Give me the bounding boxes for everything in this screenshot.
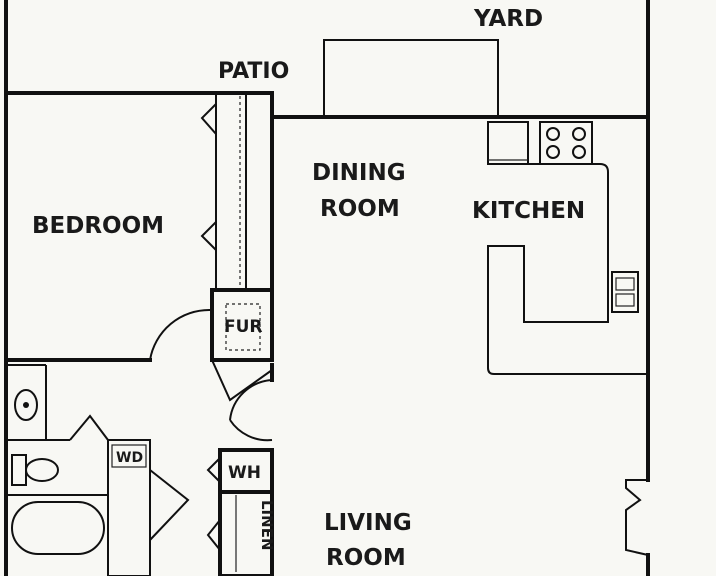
linen-door-swing (206, 519, 221, 551)
bathroom-door-swing (69, 414, 109, 441)
kitchen-label: KITCHEN (472, 198, 585, 224)
sink-icon (14, 389, 38, 421)
water-heater-label: WH (228, 463, 261, 483)
closet-door-lower (200, 221, 217, 251)
kitchen-counter-top (487, 163, 648, 375)
dining-room-label-line2: ROOM (320, 196, 400, 222)
furnace-unit (225, 303, 261, 351)
right-wall-niche (625, 479, 649, 556)
linen-label: LINEN (258, 500, 276, 551)
wh-door-swing (206, 457, 221, 483)
hall-door-swing-2 (229, 419, 273, 442)
kitchen-sink-basin-2 (615, 293, 635, 307)
furnace-closet (210, 288, 274, 362)
burner-3-icon (546, 145, 560, 159)
washer-dryer-label: WD (116, 450, 143, 466)
burner-2-icon (572, 127, 586, 141)
furnace-door-swing (211, 359, 273, 402)
bathtub-icon (11, 501, 105, 555)
yard-bumpout (323, 39, 499, 117)
closet-door-upper (200, 103, 217, 135)
dining-room-label-line1: DINING (312, 160, 406, 186)
linen-closet (218, 490, 274, 576)
burner-4-icon (572, 145, 586, 159)
burner-1-icon (546, 127, 560, 141)
wd-door-swing (149, 469, 190, 541)
wd-label-box (111, 444, 147, 468)
washer-dryer-closet (107, 439, 151, 576)
sink-drain-icon (23, 402, 29, 408)
patio-label: PATIO (218, 59, 289, 84)
hall-door-swing (229, 379, 273, 421)
yard-label: YARD (473, 6, 543, 32)
living-room-label-line1: LIVING (324, 510, 412, 536)
living-room-label-line2: ROOM (326, 545, 406, 571)
toilet-bowl-icon (25, 458, 59, 482)
bedroom-label: BEDROOM (32, 213, 164, 239)
kitchen-sink-icon (611, 271, 639, 313)
kitchen-sink-basin-1 (615, 277, 635, 291)
furnace-label: FUR (224, 317, 263, 337)
bedroom-door-swing (149, 308, 211, 361)
